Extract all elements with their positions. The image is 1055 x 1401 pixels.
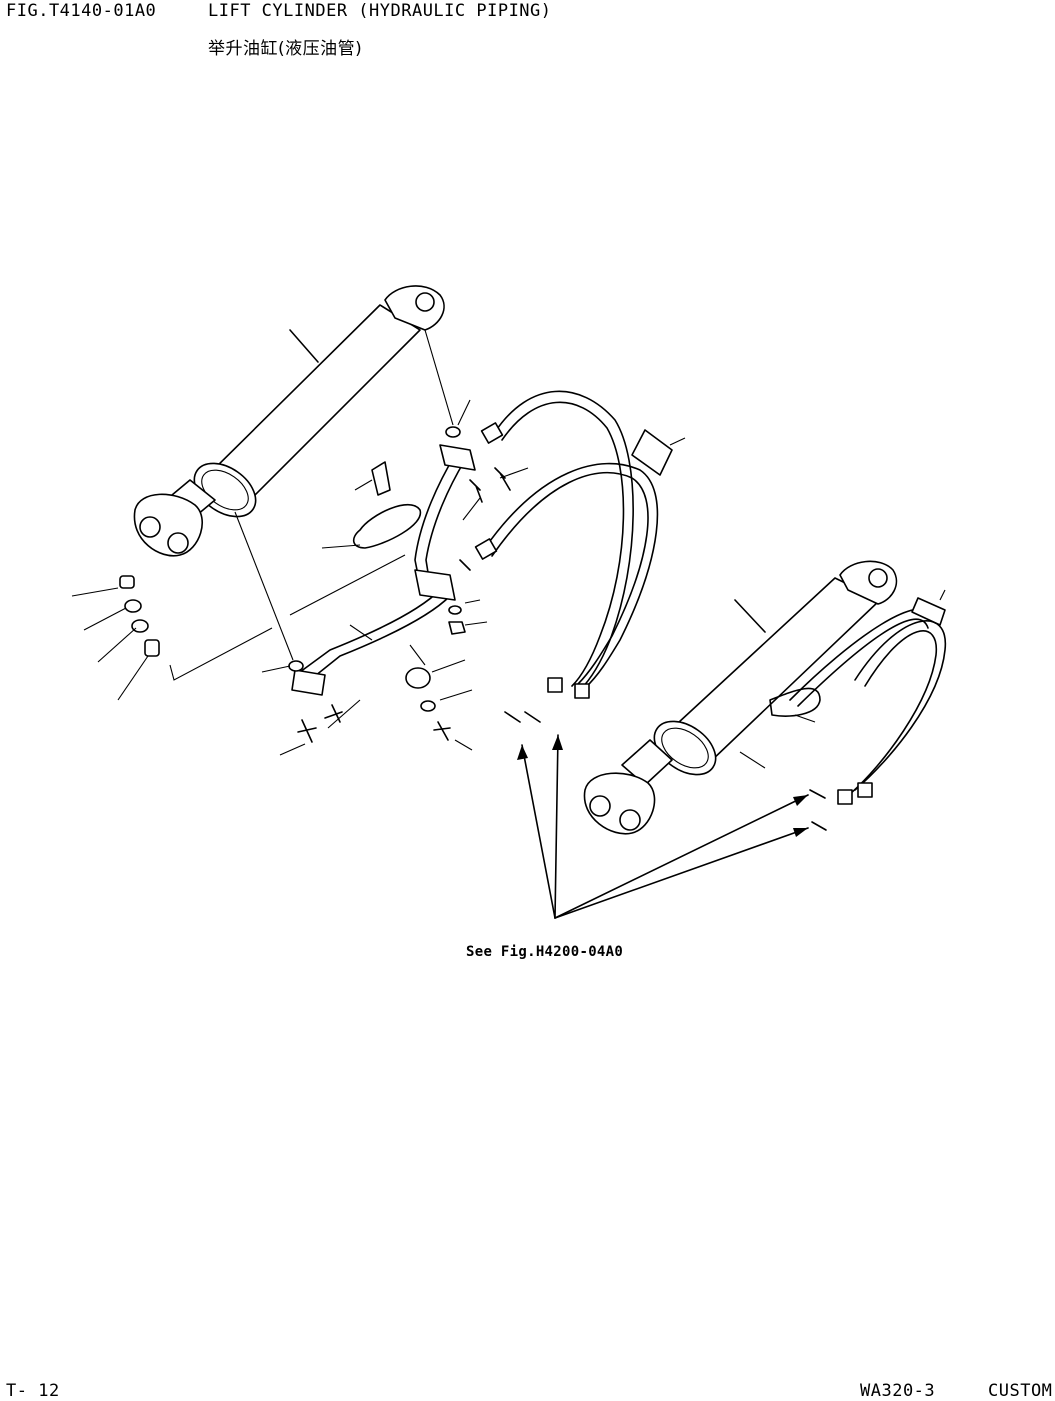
edition-label: CUSTOM xyxy=(988,1381,1053,1401)
lift-cylinder-right xyxy=(583,560,898,835)
lift-cylinder-left xyxy=(133,285,445,557)
figure-code: FIG.T4140-01A0 xyxy=(6,1,157,21)
figure-subtitle: 举升油缸(液压油管) xyxy=(208,39,363,59)
reference-note: See Fig.H4200-04A0 xyxy=(466,944,624,960)
small-parts xyxy=(119,426,827,831)
reference-arrows xyxy=(517,734,809,919)
leader-lines xyxy=(71,329,946,769)
figure-title: LIFT CYLINDER (HYDRAULIC PIPING) xyxy=(208,1,552,21)
steel-tube-assembly xyxy=(291,444,821,717)
model-code: WA320-3 xyxy=(860,1381,936,1401)
hydraulic-hoses xyxy=(474,390,947,805)
page-number: T- 12 xyxy=(6,1381,60,1401)
